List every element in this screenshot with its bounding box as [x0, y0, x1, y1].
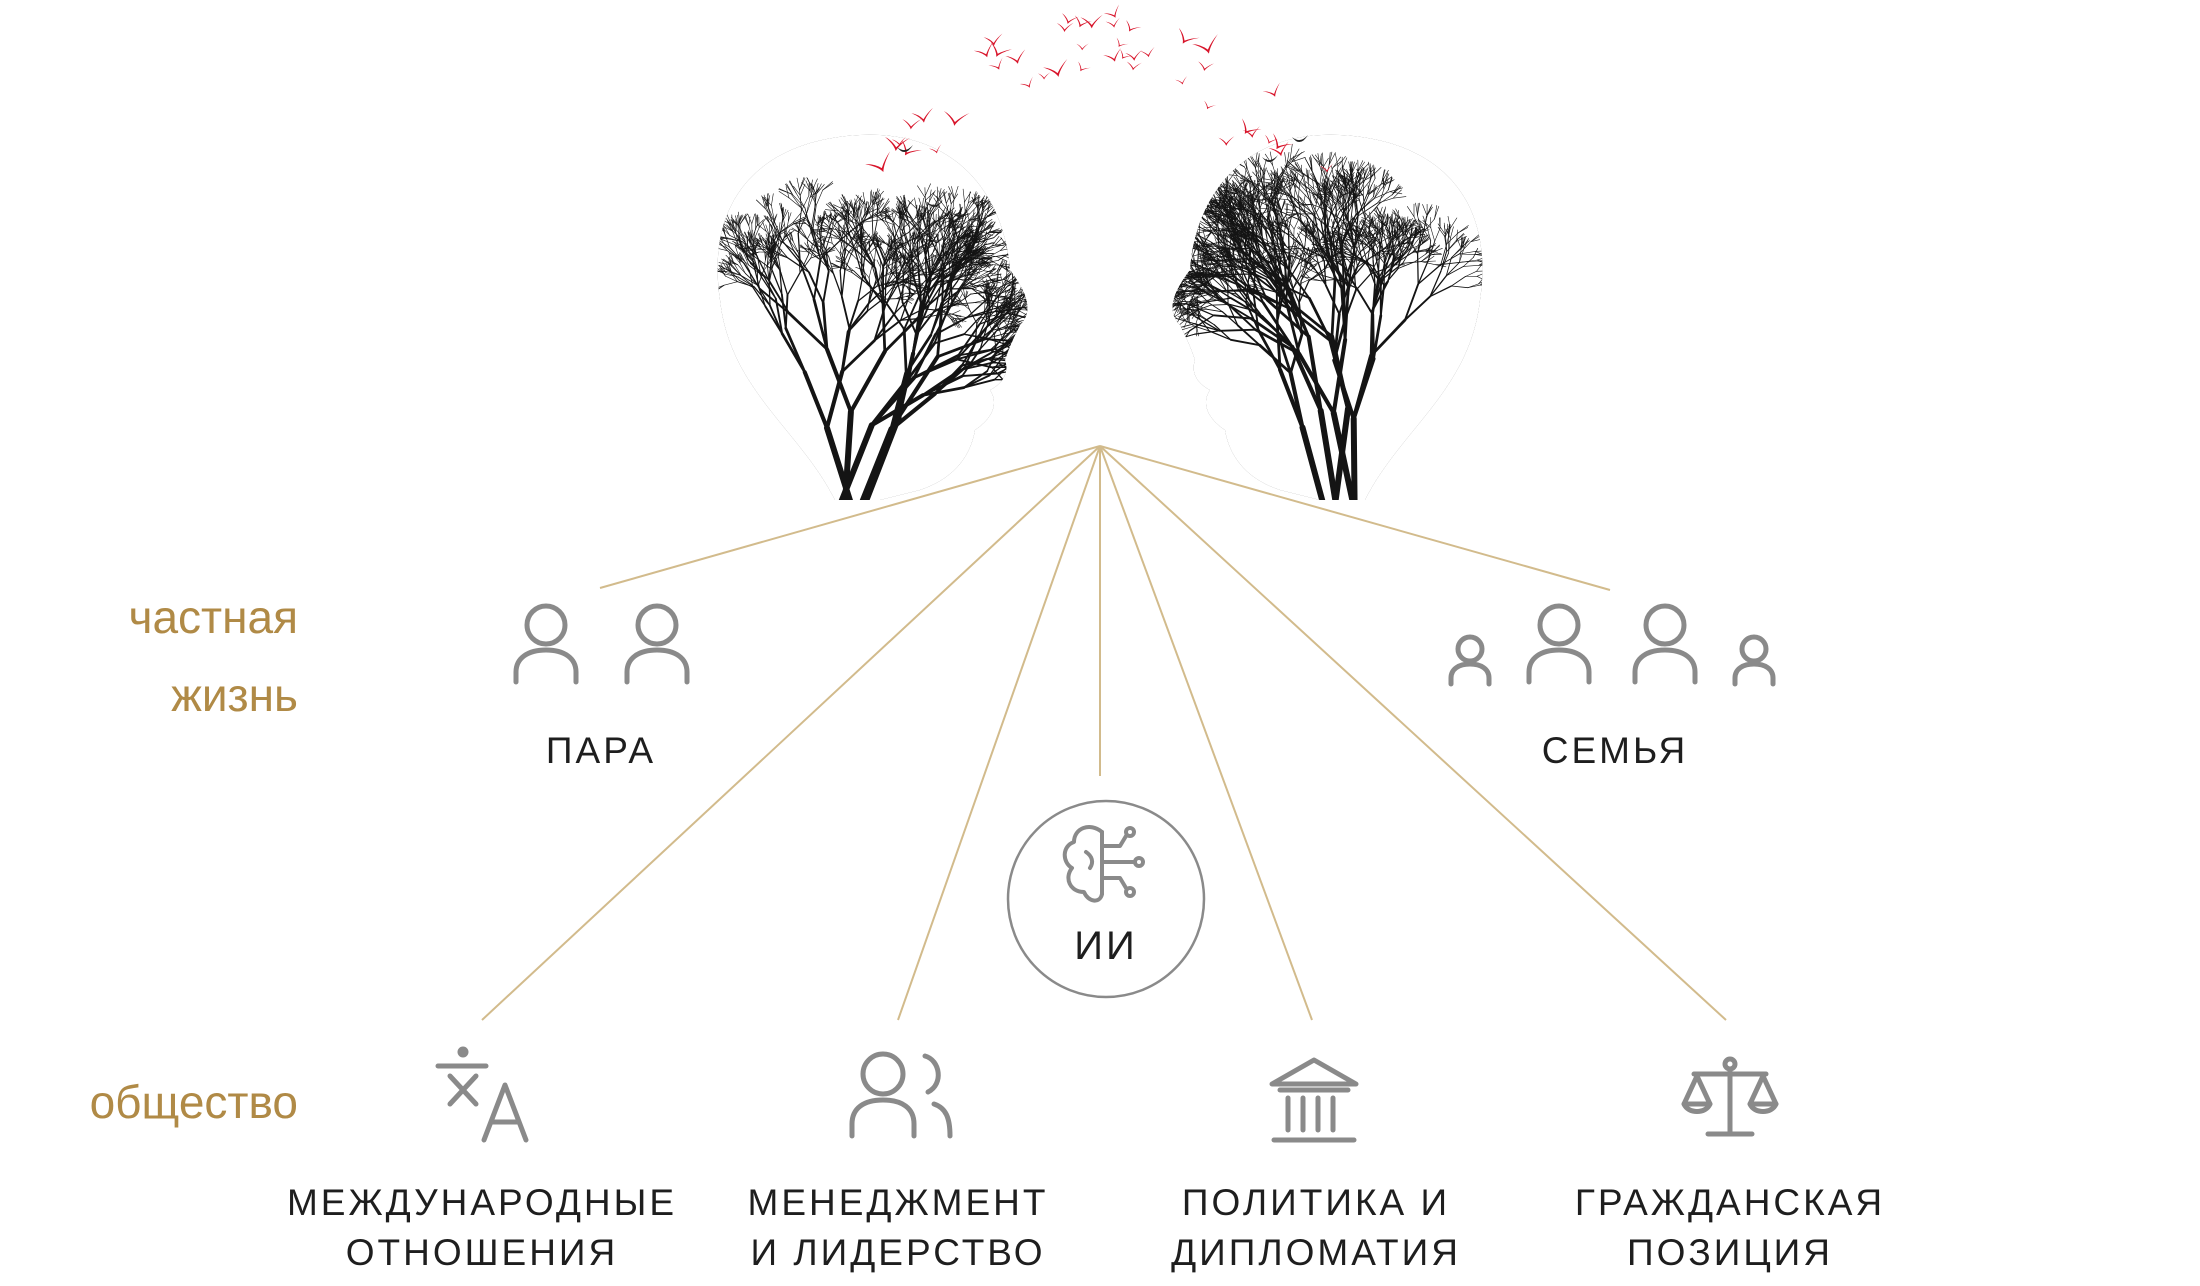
- node-intl-line2: ОТНОШЕНИЯ: [272, 1228, 692, 1278]
- bird: [1175, 76, 1189, 86]
- bird: [983, 34, 1003, 47]
- node-politics-line2: ДИПЛОМАТИЯ: [1126, 1228, 1506, 1278]
- bird: [1103, 5, 1123, 22]
- node-politics-diplomacy: ПОЛИТИКА И ДИПЛОМАТИЯ: [1126, 1178, 1506, 1278]
- bird: [1076, 43, 1089, 51]
- bird: [911, 108, 935, 124]
- bird: [942, 108, 970, 128]
- translate-icon: [438, 1049, 526, 1140]
- bird: [1140, 47, 1156, 59]
- node-civic-position: ГРАЖДАНСКАЯ ПОЗИЦИЯ: [1540, 1178, 1920, 1278]
- bird: [1196, 60, 1214, 73]
- node-management-leadership: МЕНЕДЖМЕНТ И ЛИДЕРСТВО: [708, 1178, 1088, 1278]
- government-building-icon: [1272, 1060, 1356, 1140]
- label-private-life-line2: жизнь: [18, 668, 298, 722]
- node-ai-label: ИИ: [1006, 921, 1206, 971]
- bird: [1173, 26, 1200, 50]
- bird: [1201, 99, 1216, 112]
- bird: [1191, 34, 1222, 57]
- team-icon: [852, 1054, 950, 1136]
- bird: [1125, 50, 1143, 61]
- bird: [1038, 72, 1050, 80]
- head-tree-right: [1135, 120, 1500, 510]
- bird: [901, 117, 921, 130]
- justice-scales-icon: [1684, 1059, 1776, 1134]
- node-international-relations: МЕЖДУНАРОДНЫЕ ОТНОШЕНИЯ: [272, 1178, 692, 1278]
- label-private-life-line1: частная: [18, 590, 298, 644]
- node-couple-label: ПАРА: [446, 726, 756, 776]
- bird: [1113, 37, 1129, 51]
- bird: [1042, 59, 1071, 80]
- bird: [1218, 136, 1234, 146]
- bird: [986, 40, 1012, 61]
- bird: [1125, 60, 1141, 71]
- bird: [1262, 83, 1284, 101]
- node-couple: ПАРА: [446, 726, 756, 776]
- node-family: СЕМЬЯ: [1460, 726, 1770, 776]
- bird: [988, 57, 1007, 73]
- node-intl-line1: МЕЖДУНАРОДНЫЕ: [272, 1178, 692, 1228]
- label-society: общество: [18, 1075, 298, 1129]
- bird: [1122, 19, 1141, 36]
- bird: [1080, 15, 1103, 29]
- bird: [1005, 49, 1028, 66]
- node-mgmt-line2: И ЛИДЕРСТВО: [708, 1228, 1088, 1278]
- person-pair-icon: [516, 606, 687, 682]
- node-politics-line1: ПОЛИТИКА И: [1126, 1178, 1506, 1228]
- bird: [1056, 21, 1073, 32]
- bird: [1059, 11, 1079, 26]
- head-tree-left: [699, 120, 1098, 510]
- bird: [1074, 60, 1090, 75]
- bird: [1105, 18, 1121, 29]
- bird: [1019, 76, 1036, 90]
- family-icon: [1451, 606, 1773, 684]
- node-civic-line1: ГРАЖДАНСКАЯ: [1540, 1178, 1920, 1228]
- node-family-label: СЕМЬЯ: [1460, 726, 1770, 776]
- node-civic-line2: ПОЗИЦИЯ: [1540, 1228, 1920, 1278]
- node-ai: ИИ: [1006, 921, 1206, 971]
- node-mgmt-line1: МЕНЕДЖМЕНТ: [708, 1178, 1088, 1228]
